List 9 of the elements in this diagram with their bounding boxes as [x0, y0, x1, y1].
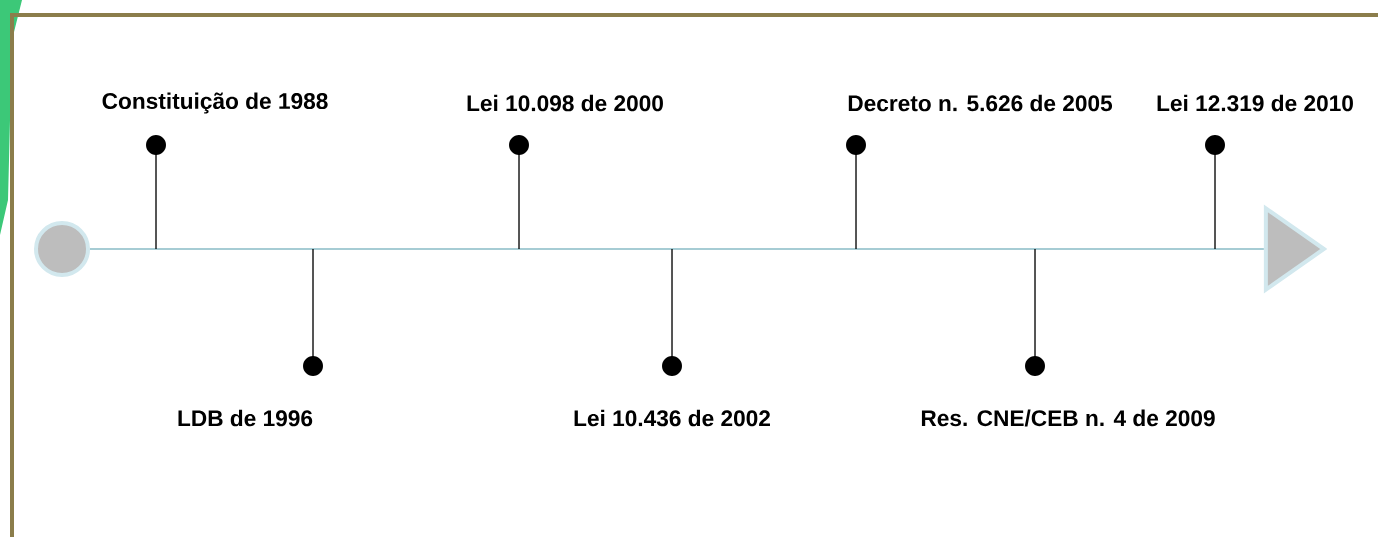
- event-label: Lei 10.436 de 2002: [574, 409, 770, 427]
- event-label: Res. CNE/CEB n. 4 de 2009: [921, 409, 1215, 427]
- event-label: Lei 10.098 de 2000: [467, 94, 663, 112]
- event-label: Decreto n. 5.626 de 2005: [848, 94, 1113, 112]
- event-label: Lei 12.319 de 2010: [1157, 94, 1353, 112]
- start-circle: [34, 221, 90, 277]
- event-label: LDB de 1996: [178, 409, 313, 427]
- timeline-line: [89, 248, 1265, 250]
- event-label: Constituição de 1988: [102, 92, 328, 114]
